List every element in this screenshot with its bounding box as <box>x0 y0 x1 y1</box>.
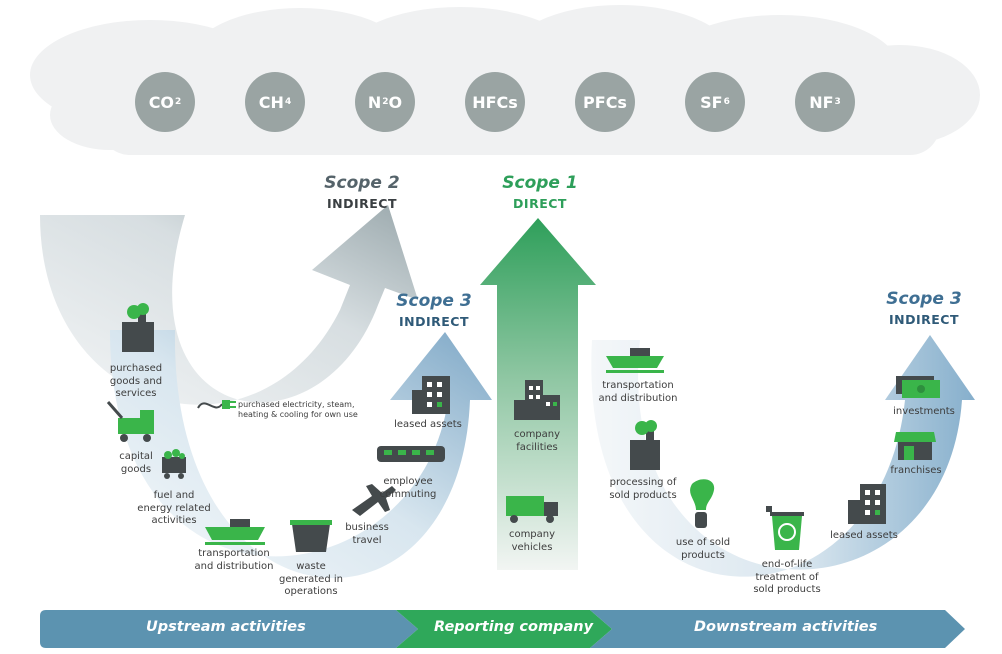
label-purchased-electricity: purchased electricity, steam, heating & … <box>238 400 358 419</box>
train-icon <box>377 446 445 462</box>
scope1-title: Scope 1 <box>502 173 578 193</box>
leased-building-icon <box>848 484 886 524</box>
upstream-activities-label: Upstream activities <box>146 619 306 635</box>
plug-icon <box>197 400 236 409</box>
gas-pfcs-badge: PFCs <box>575 72 635 132</box>
scope3-upstream-arrow <box>110 330 492 579</box>
label-upstream-leased-assets: leased assets <box>394 419 462 430</box>
label-downstream-leased-assets: leased assets <box>830 530 898 541</box>
scope2-subtitle: INDIRECT <box>326 196 397 211</box>
scope3-upstream-subtitle: INDIRECT <box>398 314 469 329</box>
gas-hfcs-badge: HFCs <box>465 72 525 132</box>
company-building-icon <box>514 380 560 420</box>
crane-truck-icon <box>106 401 154 442</box>
scope3-downstream-subtitle: INDIRECT <box>888 312 959 327</box>
company-truck-icon <box>506 496 558 523</box>
processing-factory-icon <box>630 420 660 470</box>
label-purchased-goods: purchased goods and services <box>109 363 163 399</box>
label-franchises: franchises <box>890 465 942 476</box>
airplane-icon <box>352 484 396 516</box>
scope1-subtitle: DIRECT <box>513 196 567 211</box>
label-downstream-transportation: transportation and distribution <box>598 380 678 404</box>
label-company-facilities: company facilities <box>513 429 561 453</box>
reporting-band <box>396 610 612 648</box>
scope2-title: Scope 2 <box>324 173 400 193</box>
label-fuel-energy: fuel and energy related activities <box>137 490 211 526</box>
factory-icon <box>122 303 154 352</box>
building-icon <box>412 376 450 414</box>
scope3-upstream-title: Scope 3 <box>396 291 472 311</box>
label-company-vehicles: company vehicles <box>508 529 556 553</box>
scope3-downstream-title: Scope 3 <box>886 289 962 309</box>
label-capital-goods: capital goods <box>119 451 153 475</box>
scope1-heading: Scope 1 DIRECT <box>490 172 590 214</box>
reporting-company-label: Reporting company <box>434 619 594 635</box>
label-business-travel: business travel <box>345 522 389 546</box>
downstream-band <box>590 610 965 648</box>
label-investments: investments <box>893 406 955 417</box>
upstream-band <box>40 610 418 648</box>
downstream-ship-icon <box>606 348 664 373</box>
coal-cart-icon <box>162 449 186 479</box>
label-employee-commuting: employee commuting <box>379 476 437 500</box>
light-bulb-icon <box>690 479 715 528</box>
label-upstream-transportation: transportation and distribution <box>194 548 274 572</box>
label-end-of-life: end-of-life treatment of sold products <box>753 559 821 595</box>
cargo-ship-icon <box>205 519 265 545</box>
money-stack-icon <box>896 376 940 398</box>
storefront-icon <box>894 432 936 460</box>
downstream-activities-label: Downstream activities <box>694 619 878 635</box>
label-processing: processing of sold products <box>609 477 677 501</box>
label-use-of-sold-products: use of sold products <box>675 537 731 561</box>
dumpster-icon <box>290 520 332 552</box>
scope3-upstream-heading: Scope 3 INDIRECT <box>384 290 484 332</box>
scope2-arrow <box>40 205 418 405</box>
recycle-bin-icon <box>766 506 804 550</box>
scope3-downstream-heading: Scope 3 INDIRECT <box>874 288 974 330</box>
label-waste: waste generated in operations <box>279 561 343 597</box>
scope2-heading: Scope 2 INDIRECT <box>312 172 412 214</box>
